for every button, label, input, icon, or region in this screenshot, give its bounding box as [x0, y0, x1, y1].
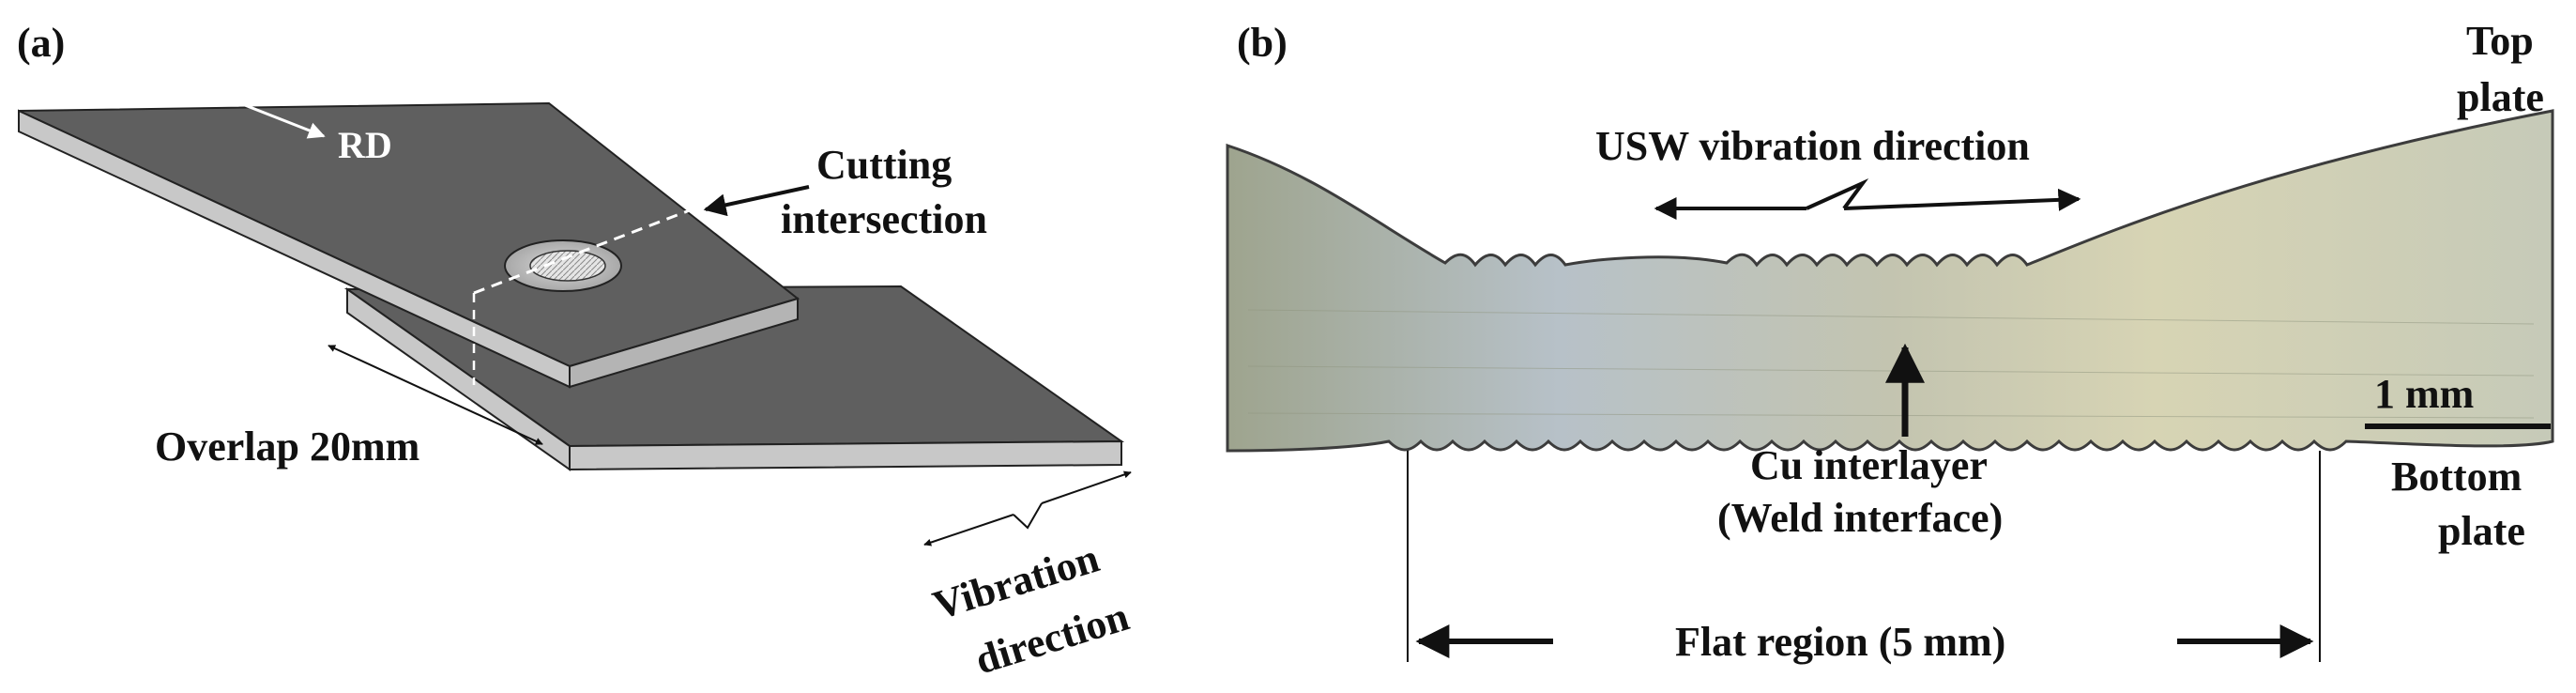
flat-region-label: Flat region (5 mm) — [1675, 619, 2005, 665]
overlap-label: Overlap 20mm — [155, 424, 419, 470]
scale-bar-label: 1 mm — [2374, 371, 2474, 417]
panel-a: (a) Cutting intersection RD Overlap 2 — [17, 20, 1134, 684]
vibration-arrow — [923, 470, 1132, 547]
rd-label: RD — [338, 124, 392, 166]
overlap-arrow — [328, 345, 543, 445]
cutting-label-line2: intersection — [781, 196, 987, 242]
panel-b: (b) USW vibration direction Cu interlaye… — [1226, 18, 2554, 665]
top-plate-label-line2: plate — [2457, 74, 2544, 120]
top-plate-label-line1: Top — [2466, 18, 2534, 64]
bottom-plate-front-face — [569, 439, 1122, 471]
panel-b-label: (b) — [1237, 20, 1288, 66]
top-plate-right-face — [569, 297, 799, 389]
micrograph-cross-section — [1226, 109, 2554, 453]
cutting-label-line1: Cutting — [816, 142, 952, 188]
panel-a-label: (a) — [17, 20, 65, 66]
usw-label: USW vibration direction — [1595, 123, 2030, 169]
bottom-plate-label-line2: plate — [2438, 508, 2525, 554]
rd-arrow — [187, 81, 326, 139]
usw-arrow — [1654, 178, 2081, 220]
bottom-plate-label-line1: Bottom — [2391, 454, 2522, 500]
interlayer-label-line2: (Weld interface) — [1717, 495, 2003, 541]
cutting-arrow — [703, 185, 810, 217]
cutting-dashed-line — [473, 207, 695, 295]
weld-spot — [504, 239, 622, 292]
top-plate — [18, 101, 800, 389]
interlayer-label-line1: Cu interlayer — [1750, 442, 1988, 488]
